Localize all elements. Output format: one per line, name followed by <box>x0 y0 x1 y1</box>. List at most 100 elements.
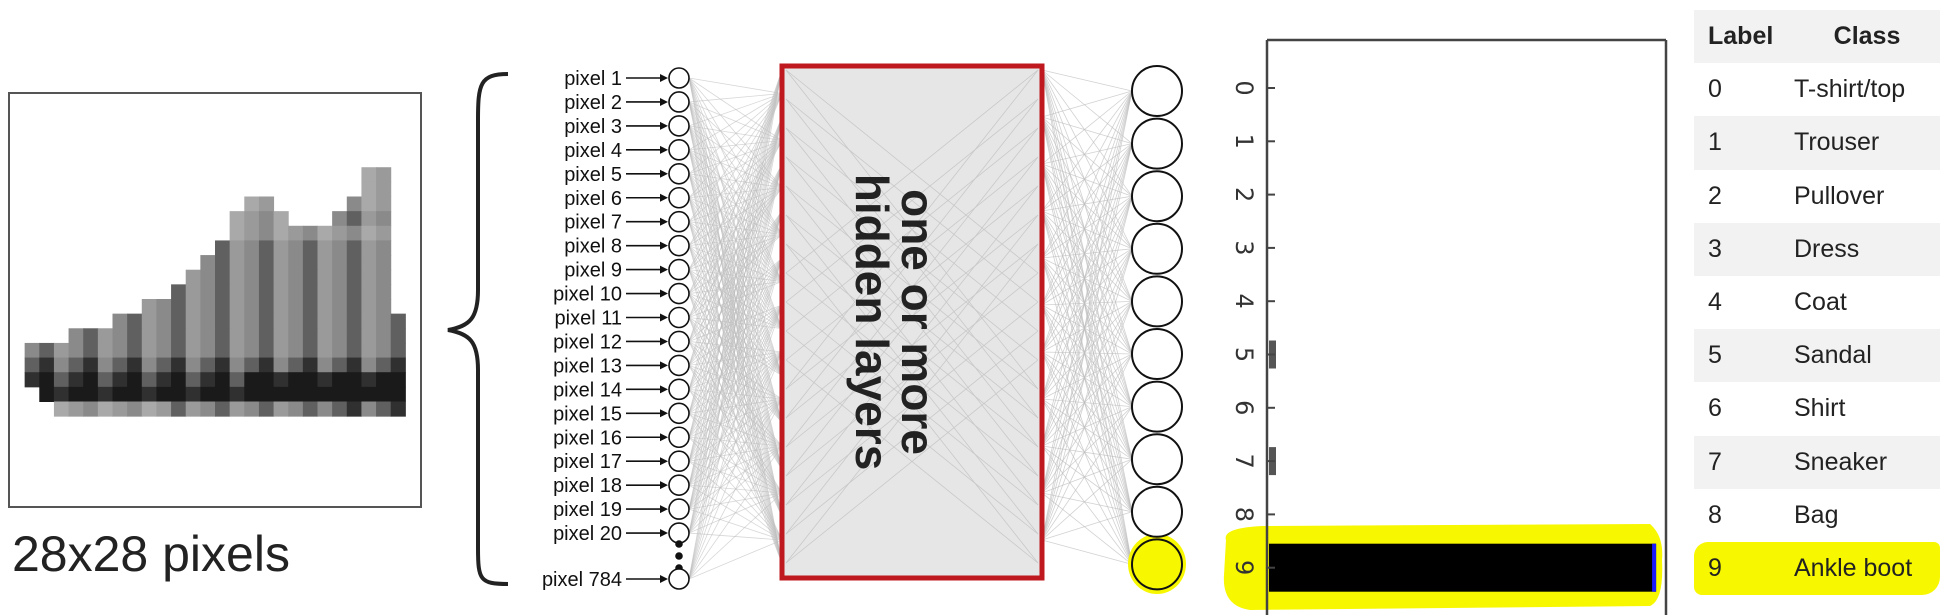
input-node <box>668 522 690 544</box>
input-label: pixel 16 <box>553 427 622 449</box>
row-class: Dress <box>1794 234 1860 263</box>
input-node <box>668 498 690 520</box>
input-node <box>668 354 690 377</box>
input-label: pixel 18 <box>553 475 622 497</box>
arrow-head <box>660 169 668 178</box>
input-label: pixel 13 <box>553 355 622 377</box>
chart-tick-label: 5 <box>1230 347 1258 362</box>
input-node <box>668 115 690 137</box>
output-node <box>1131 117 1183 170</box>
input-label: pixel 14 <box>553 379 622 401</box>
input-node <box>668 139 690 161</box>
input-label: pixel 9 <box>564 260 622 282</box>
input-node <box>668 450 690 473</box>
chart-tick-label: 0 <box>1230 80 1258 95</box>
input-brace <box>447 72 509 586</box>
arrow-head <box>660 409 668 418</box>
chart-bar <box>1269 543 1657 592</box>
table-row: 3 Dress <box>1694 222 1940 276</box>
row-label: 6 <box>1708 394 1722 423</box>
arrow-head <box>660 457 668 466</box>
arrow-head <box>660 481 668 490</box>
hidden-label-line: one or more <box>892 189 944 455</box>
ellipsis-dot <box>675 552 683 560</box>
input-node <box>668 91 690 113</box>
row-label: 2 <box>1708 181 1722 210</box>
arrow-head <box>660 361 668 370</box>
chart-tick-label: 9 <box>1230 560 1258 575</box>
arrow-head <box>660 217 668 226</box>
input-node <box>668 378 690 401</box>
row-label: 5 <box>1708 341 1722 370</box>
input-node <box>668 306 690 329</box>
output-connections <box>1041 69 1133 565</box>
input-connections <box>688 69 783 580</box>
row-class: Ankle boot <box>1794 553 1913 582</box>
row-label: 3 <box>1708 234 1722 263</box>
chart-tick-label: 8 <box>1230 507 1258 522</box>
output-node <box>1131 170 1183 223</box>
input-label: pixel 11 <box>555 308 622 330</box>
row-label: 8 <box>1708 500 1722 529</box>
input-node <box>668 67 690 89</box>
arrow-head <box>660 575 668 583</box>
arrow-head <box>660 74 668 82</box>
image-caption: 28x28 pixels <box>12 526 290 582</box>
input-label: pixel 4 <box>564 140 622 162</box>
input-label: pixel 15 <box>553 403 622 425</box>
output-node <box>1131 275 1183 328</box>
arrow-head <box>660 529 668 538</box>
header-label: Label <box>1708 22 1774 51</box>
chart-tick-label: 3 <box>1230 240 1258 255</box>
row-class: Bag <box>1794 500 1839 529</box>
row-class: Trouser <box>1794 128 1880 157</box>
table-header: Label Class <box>1694 10 1940 64</box>
output-node-predicted <box>1131 538 1183 591</box>
ellipsis-dot <box>675 540 683 548</box>
arrow-head <box>660 433 668 442</box>
row-label: 9 <box>1708 553 1722 582</box>
input-label-last: pixel 784 <box>542 569 622 591</box>
input-label: pixel 3 <box>564 116 622 138</box>
arrow-head <box>660 385 668 394</box>
row-class: Sneaker <box>1794 447 1888 476</box>
row-class: Coat <box>1794 288 1847 317</box>
chart-tick-label: 7 <box>1230 453 1258 468</box>
input-node <box>668 330 690 353</box>
input-node <box>668 426 690 449</box>
arrow-head <box>660 337 668 346</box>
arrow-head <box>660 121 668 130</box>
input-label: pixel 12 <box>553 331 622 353</box>
row-class: T-shirt/top <box>1794 75 1906 104</box>
input-label: pixel 10 <box>553 284 622 306</box>
input-node <box>668 568 690 590</box>
table-row: 7 Sneaker <box>1694 435 1940 489</box>
arrow-head <box>660 97 668 106</box>
output-node <box>1131 485 1183 538</box>
hidden-layers-box <box>779 63 1045 581</box>
table-row: 4 Coat <box>1694 276 1940 329</box>
input-label: pixel 5 <box>564 164 622 186</box>
input-node <box>668 186 690 209</box>
input-label: pixel 7 <box>564 212 622 234</box>
chart-tick-label: 6 <box>1230 400 1258 415</box>
arrow-head <box>660 193 668 202</box>
arrow-head <box>660 313 668 322</box>
table-row: 8 Bag <box>1694 489 1940 542</box>
input-node <box>668 402 690 425</box>
row-label: 7 <box>1708 447 1722 476</box>
output-node <box>1131 380 1183 433</box>
output-layer <box>1131 65 1183 591</box>
input-node <box>668 234 690 257</box>
input-label: pixel 19 <box>553 499 622 521</box>
row-label: 4 <box>1708 288 1722 317</box>
